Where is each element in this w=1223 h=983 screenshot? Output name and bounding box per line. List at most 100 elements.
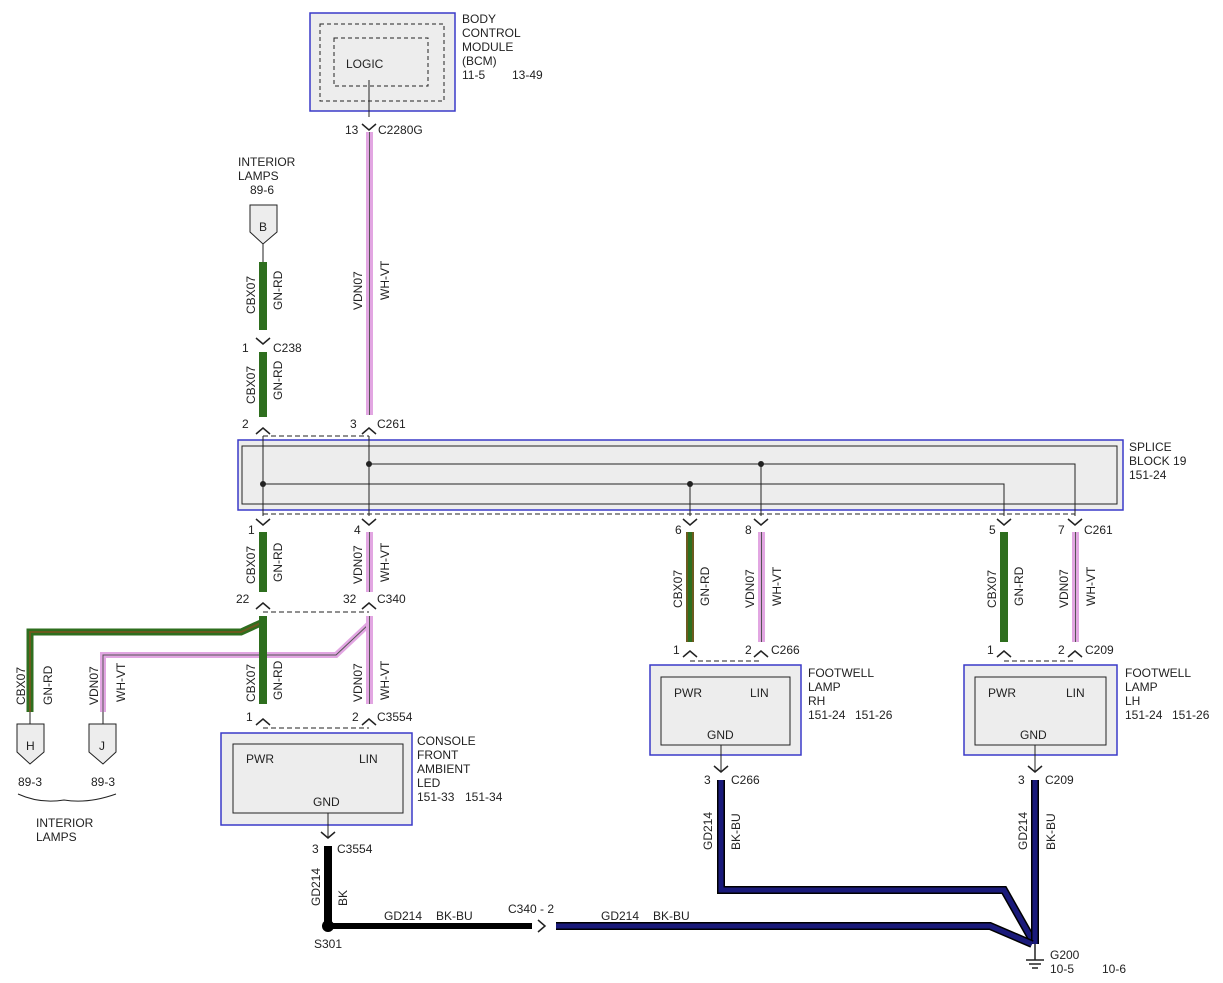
footwell-lamp-rh[interactable]: PWR LIN GND [649,664,802,756]
c340-pin-b: 32 [343,592,357,606]
interior-lamps-top-connector[interactable]: B [249,204,278,245]
footwell-lamp-lh[interactable]: PWR LIN GND [963,664,1118,756]
bcm-title: BODY CONTROL MODULE (BCM) 11-5 13-49 [462,12,543,82]
lh-lin: LIN [1066,686,1085,700]
splice-internal-wiring [262,436,1076,516]
interior-tag-j: J [99,739,105,753]
wire-vdn07-label-rh: VDN07 [743,569,757,608]
bcm-name-l3: MODULE [462,40,513,54]
wire-bkbu-label-lh: BK-BU [1044,813,1058,850]
wire-cbx07-label-console: CBX07 [244,664,258,702]
c340-connector: C340 [377,592,406,606]
bcm-ref-b: 13-49 [512,68,543,82]
rh-lin: LIN [750,686,769,700]
rh-name-l3: RH [808,694,825,708]
c3554-symbol-a [255,718,271,726]
c261-top-symbol-b [361,427,377,435]
wire-cbx07-label-top-a: CBX07 [244,276,258,314]
wire-bk-label-console: BK [336,890,350,906]
wire-bkbu-label-s301-a: BK-BU [436,909,473,923]
console-name-l4: LED [417,776,441,790]
lh-pin-b: 2 [1058,643,1065,657]
wire-vdn07-console [366,616,373,704]
wire-cbx07-label-top-b: CBX07 [244,366,258,404]
lh-gnd-connector: C209 [1045,773,1074,787]
splice-name-l2: BLOCK 19 [1129,454,1187,468]
lh-ref-b: 151-26 [1172,708,1210,722]
wire-cbx07-label-branch: CBX07 [14,667,28,705]
console-title: CONSOLE FRONT AMBIENT LED 151-33 151-34 [417,734,503,804]
wire-gnrd-label-branch: GN-RD [41,665,55,705]
console-front-ambient-led[interactable]: PWR LIN GND [220,732,413,826]
footwell-rh-title: FOOTWELL LAMP RH 151-24 151-26 [808,666,893,722]
interior-top-name-l2: LAMPS [238,169,279,183]
wire-cbx07-top-a [259,262,267,330]
bcm-name-l2: CONTROL [462,26,521,40]
wire-gnrd-label-mid: GN-RD [271,542,285,582]
c261-top-connector: C261 [377,417,406,431]
splice-junction-dots [260,461,764,487]
wire-gnrd-label-top-b: GN-RD [271,360,285,400]
console-lin: LIN [359,752,378,766]
wire-gnrd-label-top-a: GN-RD [271,270,285,310]
bcm-module[interactable]: LOGIC [309,12,456,112]
interior-top-ref: 89-6 [250,183,274,197]
wire-gnrd-label-lh: GN-RD [1012,566,1026,606]
wire-bkbu-label-s301-b: BK-BU [653,909,690,923]
splice-name-l1: SPLICE [1129,440,1172,454]
console-name-l3: AMBIENT [417,762,471,776]
wire-gd214-label-console: GD214 [309,868,323,906]
connector-c238-symbol [255,337,271,345]
bcm-connector: C2280G [378,123,423,137]
console-ref-b: 151-34 [465,790,503,804]
wire-cbx07-top-b [259,352,267,417]
lh-connector: C209 [1085,643,1114,657]
lh-name-l1: FOOTWELL [1125,666,1191,680]
c261-p1: 1 [248,523,255,537]
splice-block-19[interactable] [237,439,1124,511]
c3554-connector: C3554 [377,710,413,724]
wire-vdn07-label-mid: VDN07 [351,545,365,584]
console-name-l1: CONSOLE [417,734,476,748]
wire-gd214-console [324,846,332,926]
rh-gnd-connector: C266 [731,773,760,787]
rh-gnd: GND [707,728,734,742]
c261-top-symbol-a [255,427,271,435]
interior-lamp-j-connector[interactable]: J [88,723,117,765]
c340-symbol-b [361,602,377,610]
console-gnd: GND [313,795,340,809]
lh-gnd-pin: 3 [1018,773,1025,787]
interior-bracket [17,793,117,802]
interior-ref-j: 89-3 [91,775,115,789]
rh-ref-a: 151-24 [808,708,846,722]
wire-vdn07-mid [366,532,373,592]
wire-gnrd-label-rh: GN-RD [698,566,712,606]
rh-name-l1: FOOTWELL [808,666,874,680]
interior-lamps-top-title: INTERIOR LAMPS 89-6 [238,155,296,197]
wire-whvt-label-mid: WH-VT [378,542,392,582]
splice-s301 [322,920,334,932]
wire-gnrd-label-console: GN-RD [271,660,285,700]
wire-cbx07-branch [26,616,267,712]
g200-ref-a: 10-5 [1050,962,1074,976]
c3554-gnd-pin: 3 [312,842,319,856]
c261-top-pin-a: 2 [242,417,249,431]
c340-2-symbol [537,919,547,933]
wire-vdn07-label-console: VDN07 [351,663,365,702]
connector-c2280g-symbol [361,123,377,131]
c261-p8: 8 [745,523,752,537]
wire-vdn07-label-top: VDN07 [351,271,365,310]
footwell-lh-title: FOOTWELL LAMP LH 151-24 151-26 [1125,666,1210,722]
s301-label: S301 [314,937,342,951]
rh-connector: C266 [771,643,800,657]
wire-gd214-rh-run [717,780,1038,945]
wire-gd214-label-s301-b: GD214 [601,909,639,923]
wire-whvt-label-branch: WH-VT [114,662,128,702]
c261-p5: 5 [989,523,996,537]
interior-lamp-h-connector[interactable]: H [16,723,45,765]
c3554-gnd-connector: C3554 [337,842,373,856]
c238-connector: C238 [273,341,302,355]
c340-symbol-a [255,602,271,610]
lh-name-l3: LH [1125,694,1140,708]
